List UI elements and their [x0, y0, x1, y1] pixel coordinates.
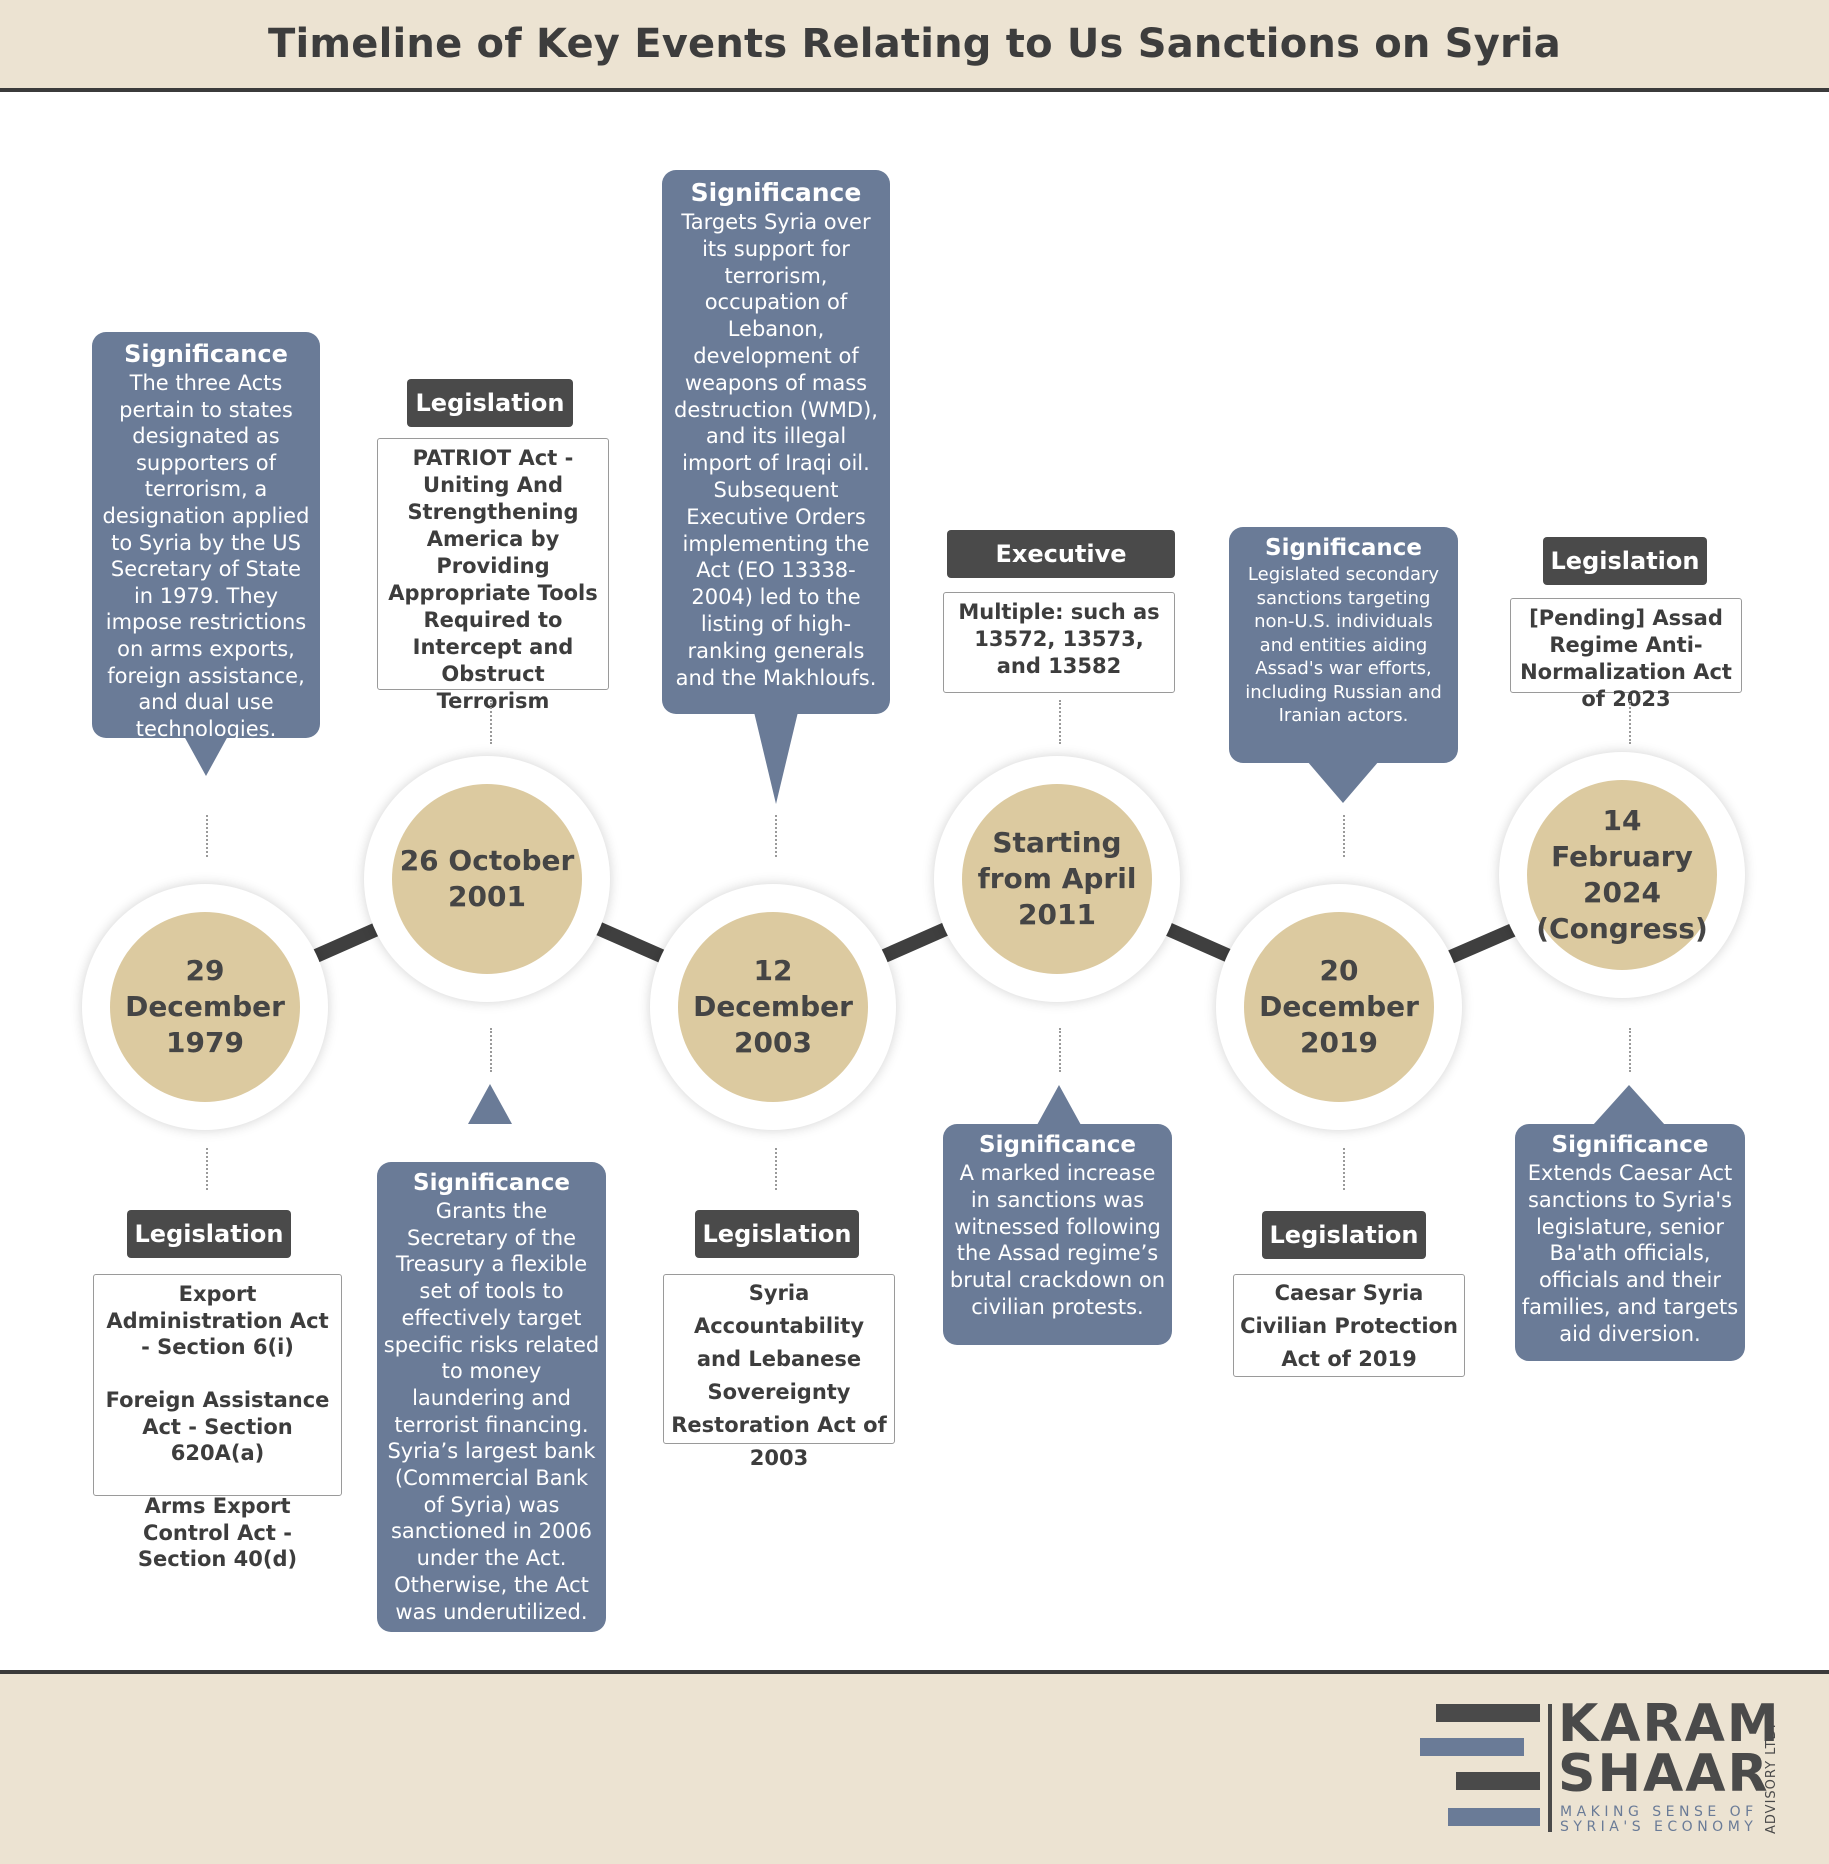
significance-title: Significance: [1265, 535, 1422, 561]
significance-text: A marked increase in sanctions was witne…: [949, 1161, 1166, 1319]
significance-card-2001: Significance Grants the Secretary of the…: [377, 1162, 606, 1632]
significance-text: The three Acts pertain to states designa…: [102, 371, 310, 741]
connector-dots: [206, 815, 208, 857]
significance-title: Significance: [690, 178, 862, 207]
significance-text: Targets Syria over its support for terro…: [674, 210, 878, 690]
date-circle-2019: 20 December 2019: [1244, 912, 1434, 1102]
date-label: 12 December 2003: [693, 954, 853, 1059]
significance-text: Legislated secondary sanctions targeting…: [1245, 564, 1442, 726]
date-label: 14 February 2024 (Congress): [1536, 804, 1708, 945]
pointer-arrow: [184, 736, 228, 776]
significance-title: Significance: [413, 1170, 570, 1196]
executive-orders-detail-2011: Multiple: such as 13572, 13573, and 1358…: [943, 592, 1175, 693]
tag-executive-orders: Executive Orders: [947, 530, 1175, 616]
pointer-arrow: [468, 1084, 512, 1124]
logo-name-line1: KARAM: [1558, 1694, 1781, 1754]
connector-dots: [490, 1028, 492, 1072]
significance-text: Extends Caesar Act sanctions to Syria's …: [1521, 1161, 1739, 1346]
significance-card-2003: Significance Targets Syria over its supp…: [662, 170, 890, 714]
pointer-arrow: [1307, 761, 1379, 803]
logo: KARAM SHAAR MAKING SENSE OF SYRIA'S ECON…: [1420, 1696, 1780, 1844]
tag-legislation: Legislation: [127, 1210, 291, 1258]
connector-dots: [1059, 700, 1061, 744]
tag-legislation: Legislation: [695, 1210, 859, 1258]
date-label: Starting from April 2011: [977, 826, 1137, 931]
connector-dots: [1343, 815, 1345, 857]
significance-card-1979: Significance The three Acts pertain to s…: [92, 332, 320, 741]
date-circle-2001: 26 October 2001: [392, 784, 582, 974]
significance-card-2024: Significance Extends Caesar Act sanction…: [1515, 1124, 1745, 1361]
significance-card-2011: Significance A marked increase in sancti…: [943, 1124, 1172, 1345]
connector-dots: [775, 1148, 777, 1190]
legislation-detail-2001: PATRIOT Act - Uniting And Strengthening …: [377, 438, 609, 713]
page-title: Timeline of Key Events Relating to Us Sa…: [268, 21, 1561, 67]
significance-text: Grants the Secretary of the Treasury a f…: [383, 1199, 600, 1624]
header-bar: Timeline of Key Events Relating to Us Sa…: [0, 0, 1829, 92]
date-circle-2011: Starting from April 2011: [962, 784, 1152, 974]
legislation-detail-2003: Syria Accountability and Lebanese Sovere…: [663, 1274, 895, 1470]
legislation-detail-2019: Caesar Syria Civilian Protection Act of …: [1233, 1274, 1465, 1377]
logo-tagline-line1: MAKING SENSE OF: [1560, 1804, 1758, 1820]
significance-title: Significance: [124, 340, 288, 368]
pointer-arrow: [1593, 1085, 1665, 1125]
significance-title: Significance: [1551, 1132, 1709, 1158]
logo-name-line2: SHAAR: [1558, 1744, 1770, 1804]
date-label: 26 October 2001: [399, 844, 575, 913]
logo-tagline-line2: SYRIA'S ECONOMY: [1560, 1819, 1758, 1835]
connector-dots: [1629, 700, 1631, 744]
connector-dots: [490, 700, 492, 744]
connector-dots: [1629, 1028, 1631, 1072]
logo-divider: [1548, 1704, 1552, 1832]
connector-dots: [1059, 1028, 1061, 1072]
date-circle-1979: 29 December 1979: [110, 912, 300, 1102]
significance-title: Significance: [979, 1132, 1136, 1158]
date-circle-2003: 12 December 2003: [678, 912, 868, 1102]
significance-card-2019: Significance Legislated secondary sancti…: [1229, 527, 1458, 763]
connector-dots: [206, 1148, 208, 1190]
pointer-arrow: [1037, 1085, 1081, 1125]
tag-legislation: Legislation: [1543, 537, 1707, 585]
logo-side-text: ADVISORY LTD.: [1764, 1723, 1779, 1834]
connector-dots: [775, 815, 777, 857]
tag-legislation: Legislation: [407, 379, 573, 427]
date-label: 20 December 2019: [1259, 954, 1419, 1059]
tag-legislation: Legislation: [1262, 1211, 1426, 1259]
legislation-detail-2024: [Pending] Assad Regime Anti-Normalizatio…: [1510, 598, 1742, 711]
pointer-arrow: [754, 712, 798, 804]
date-label: 29 December 1979: [125, 954, 285, 1059]
date-circle-2024: 14 February 2024 (Congress): [1527, 780, 1717, 970]
footer-bar: KARAM SHAAR MAKING SENSE OF SYRIA'S ECON…: [0, 1670, 1829, 1864]
connector-dots: [1343, 1148, 1345, 1190]
legislation-detail-1979: Export Administration Act - Section 6(i)…: [93, 1274, 342, 1571]
